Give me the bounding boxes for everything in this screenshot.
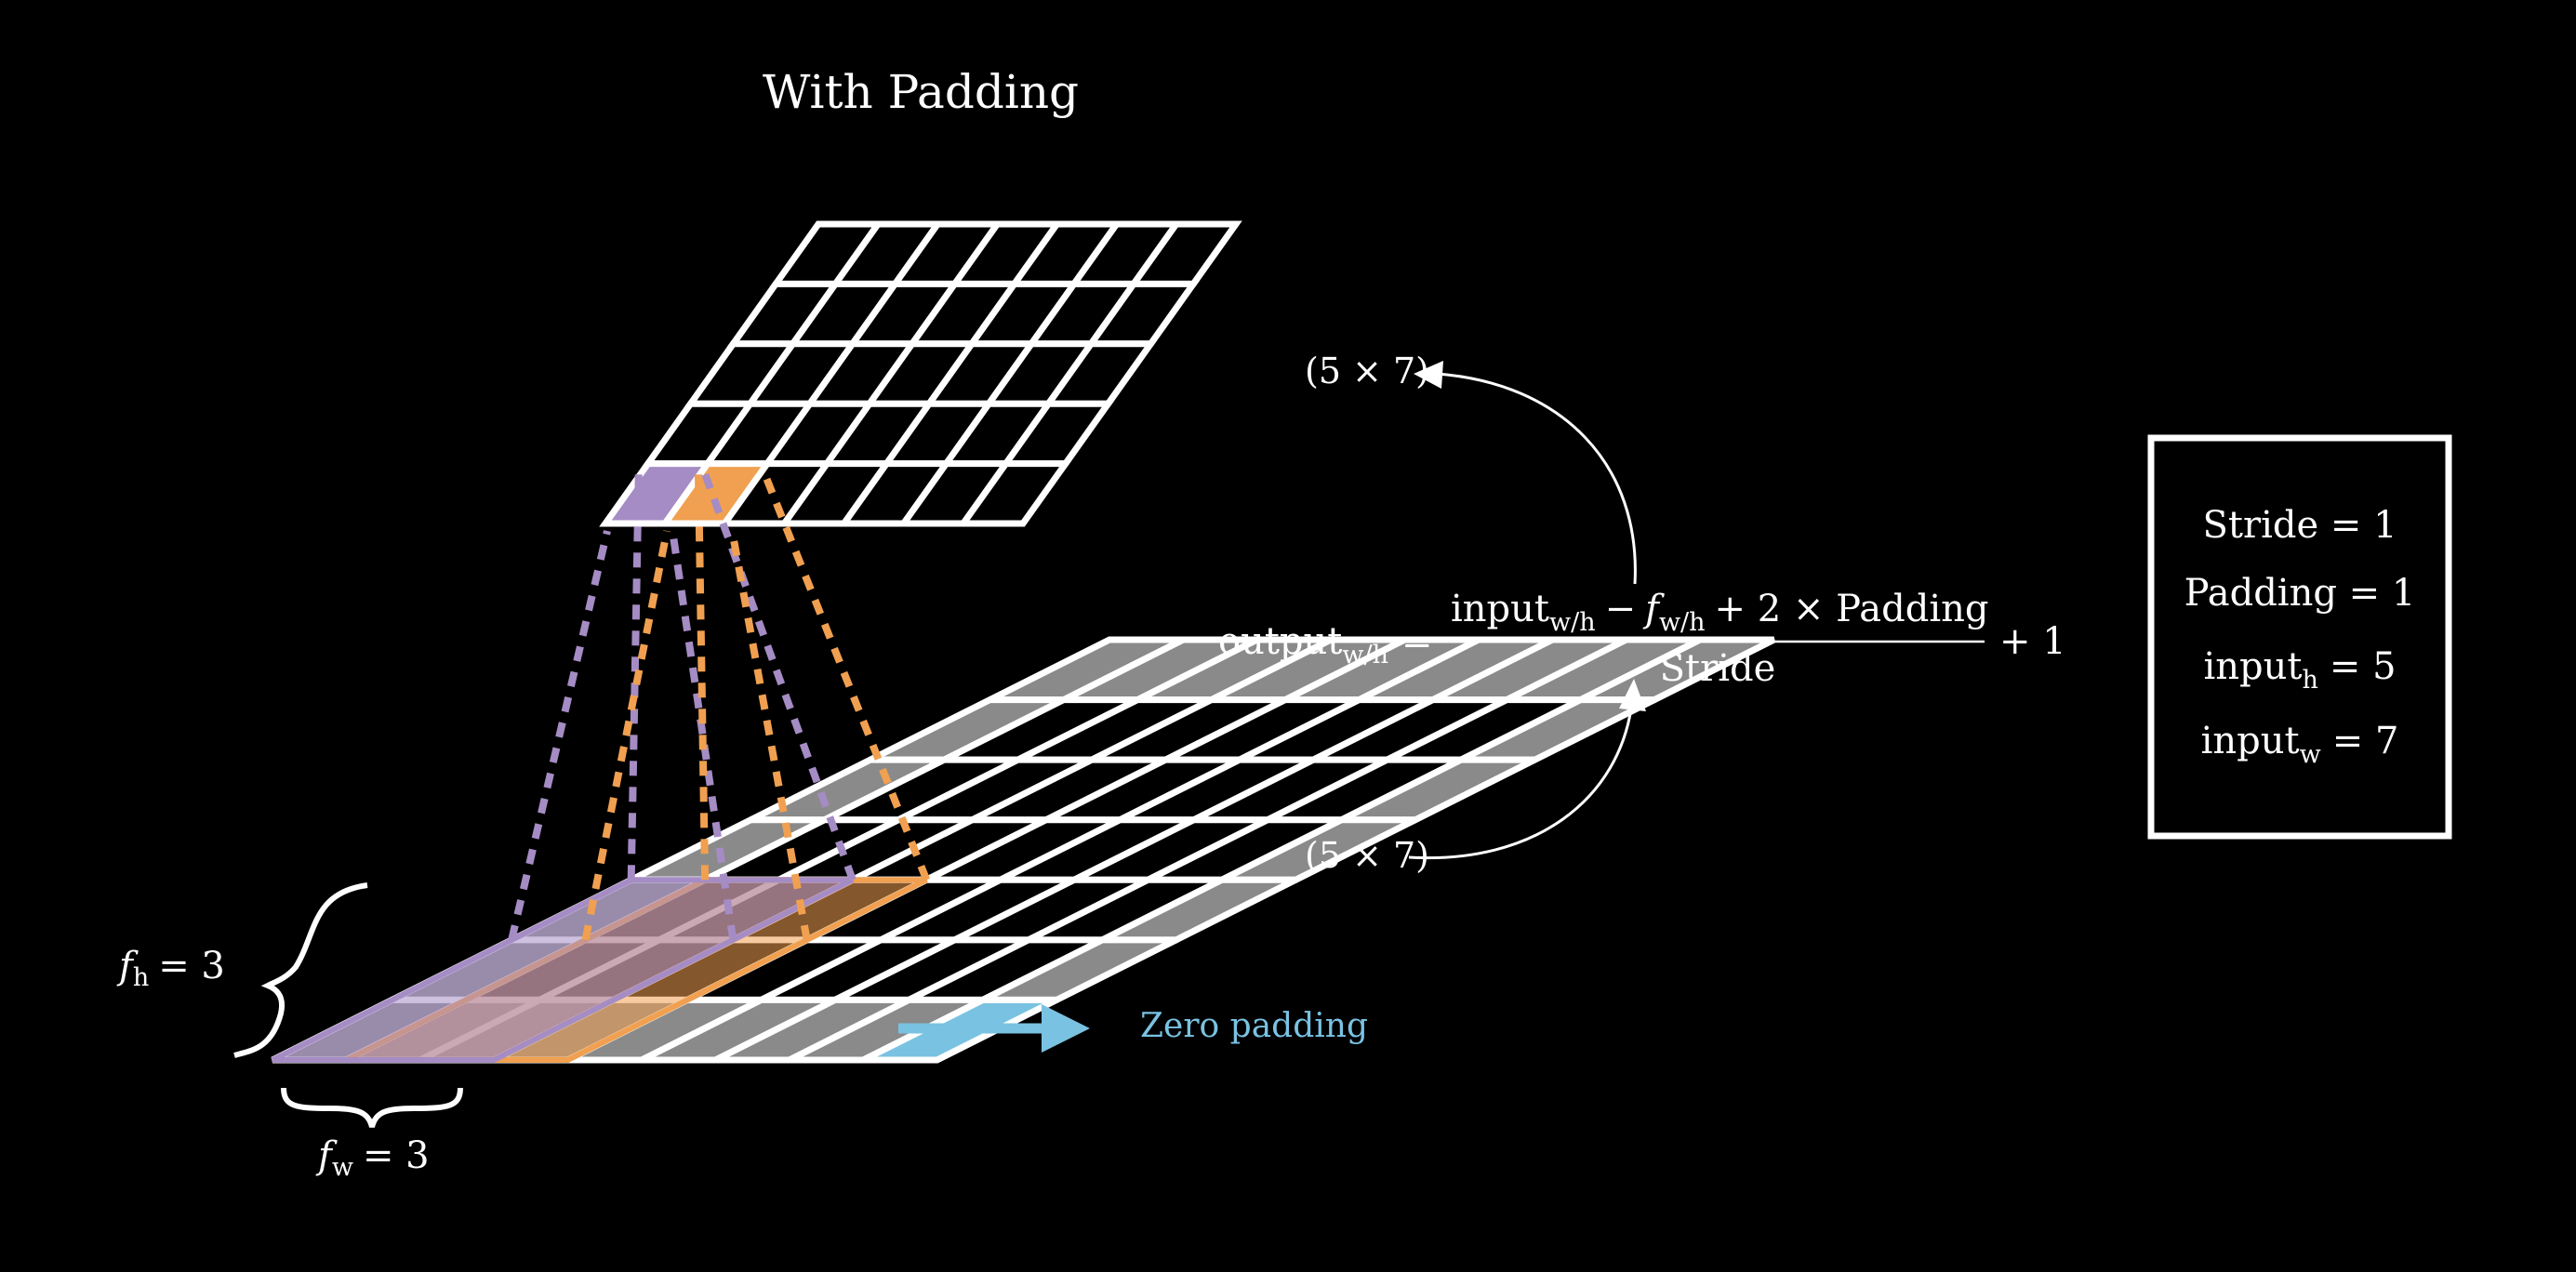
param-stride: Stride = 1 <box>2202 504 2397 547</box>
input-grid <box>271 636 1776 1064</box>
formula-denominator: Stride <box>1660 647 1776 690</box>
arrow-to-output-dim-head <box>1414 361 1443 389</box>
param-input-h: inputh= 5 <box>2203 645 2396 695</box>
projection-line <box>760 470 931 881</box>
formula-plus-one: + 1 <box>1999 620 2066 663</box>
projection-line <box>728 530 811 941</box>
fh-label: fh= 3 <box>116 945 225 992</box>
output-cell <box>957 460 1072 527</box>
param-padding: Padding = 1 <box>2184 572 2416 615</box>
output-grid <box>599 220 1242 527</box>
arrow-from-input-dim <box>1408 701 1634 860</box>
param-input-w: inputw= 7 <box>2201 720 2399 769</box>
diagram-title: With Padding <box>763 65 1079 119</box>
projection-line <box>700 470 856 881</box>
formula-lhs: outputw/h= <box>1218 620 1432 669</box>
projection-line <box>627 470 643 881</box>
arrow-to-output-dim <box>1436 372 1637 585</box>
projection-line <box>669 530 737 941</box>
output-dim-label: (5 × 7) <box>1305 351 1429 391</box>
filter-purple-window <box>271 877 855 1063</box>
projection-line <box>581 530 671 941</box>
zero-padding-arrowhead <box>1042 1004 1090 1053</box>
filter-projection-lines <box>508 470 931 941</box>
formula: outputw/h= inputw/h−fw/h+ 2 × Padding St… <box>1218 588 2066 690</box>
fw-brace <box>281 1087 463 1128</box>
projection-line <box>694 470 710 881</box>
input-dim-label: (5 × 7) <box>1305 835 1429 876</box>
fh-brace <box>233 882 368 1058</box>
projection-line <box>508 530 611 941</box>
zero-padding-label: Zero padding <box>1140 1007 1368 1045</box>
fw-label: fw= 3 <box>315 1134 430 1182</box>
formula-numerator: inputw/h−fw/h+ 2 × Padding <box>1451 588 1989 637</box>
arrow-from-input-dim-head <box>1619 679 1646 711</box>
params-box <box>2147 434 2452 840</box>
